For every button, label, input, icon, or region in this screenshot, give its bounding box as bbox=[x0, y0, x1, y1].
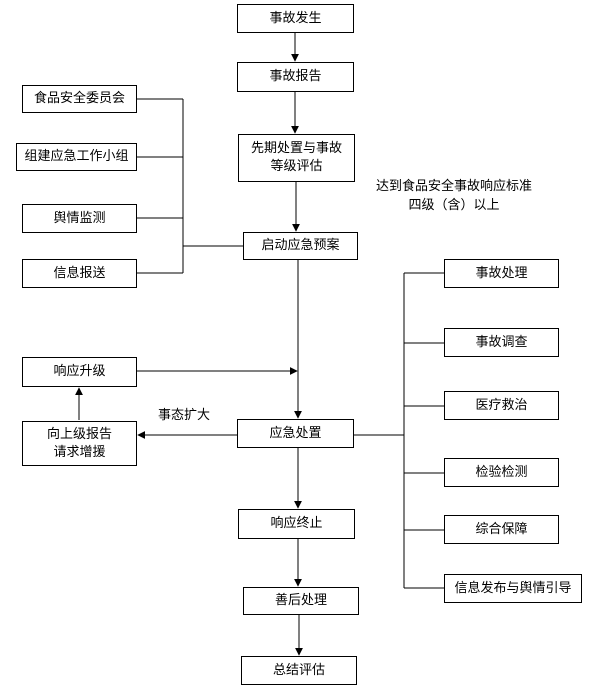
node-accident-report: 事故报告 bbox=[237, 62, 354, 92]
label-situation-expand: 事态扩大 bbox=[158, 408, 211, 423]
node-label: 事故调查 bbox=[475, 334, 528, 350]
node-label: 检验检测 bbox=[475, 464, 528, 480]
node-label: 综合保障 bbox=[475, 521, 528, 537]
node-label: 总结评估 bbox=[272, 662, 325, 678]
node-info-release-guidance: 信息发布与舆情引导 bbox=[444, 574, 582, 603]
node-emergency-team: 组建应急工作小组 bbox=[16, 143, 137, 171]
node-start-plan: 启动应急预案 bbox=[243, 232, 358, 260]
node-medical-treatment: 医疗救治 bbox=[444, 391, 559, 420]
node-label: 启动应急预案 bbox=[261, 238, 340, 253]
node-info-reporting: 信息报送 bbox=[22, 259, 137, 288]
node-initial-handling: 先期处置与事故 等级评估 bbox=[238, 134, 355, 182]
node-label: 医疗救治 bbox=[475, 397, 528, 413]
node-label: 善后处理 bbox=[274, 593, 327, 608]
node-comprehensive-support: 综合保障 bbox=[444, 515, 559, 544]
node-aftermath: 善后处理 bbox=[243, 587, 359, 615]
node-label: 事故发生 bbox=[269, 10, 322, 26]
node-summary-evaluation: 总结评估 bbox=[241, 656, 357, 685]
node-response-end: 响应终止 bbox=[238, 509, 355, 539]
node-label: 组建应急工作小组 bbox=[24, 149, 129, 164]
node-label: 事故报告 bbox=[269, 69, 322, 84]
node-accident-investigation: 事故调查 bbox=[444, 328, 559, 357]
node-opinion-monitoring: 舆情监测 bbox=[22, 204, 137, 233]
node-label: 响应升级 bbox=[53, 364, 106, 379]
node-response-upgrade: 响应升级 bbox=[22, 357, 137, 387]
node-label: 食品安全委员会 bbox=[33, 91, 125, 106]
node-food-safety-committee: 食品安全委员会 bbox=[22, 85, 137, 113]
node-label: 事故处理 bbox=[475, 265, 528, 281]
node-label: 信息发布与舆情引导 bbox=[454, 580, 572, 596]
node-label: 先期处置与事故 等级评估 bbox=[250, 141, 342, 174]
node-label: 向上级报告 请求增援 bbox=[46, 426, 112, 460]
node-label: 舆情监测 bbox=[53, 210, 106, 226]
node-report-upward: 向上级报告 请求增援 bbox=[22, 421, 137, 466]
label-threshold-note: 达到食品安全事故响应标准 四级（含）以上 bbox=[375, 179, 532, 213]
node-emergency-response: 应急处置 bbox=[237, 419, 354, 448]
node-inspection-testing: 检验检测 bbox=[444, 458, 559, 487]
node-label: 信息报送 bbox=[53, 265, 106, 281]
node-label: 响应终止 bbox=[270, 516, 323, 531]
node-accident-handling: 事故处理 bbox=[444, 259, 559, 288]
node-label: 应急处置 bbox=[269, 425, 322, 441]
node-accident-occurs: 事故发生 bbox=[237, 4, 354, 33]
